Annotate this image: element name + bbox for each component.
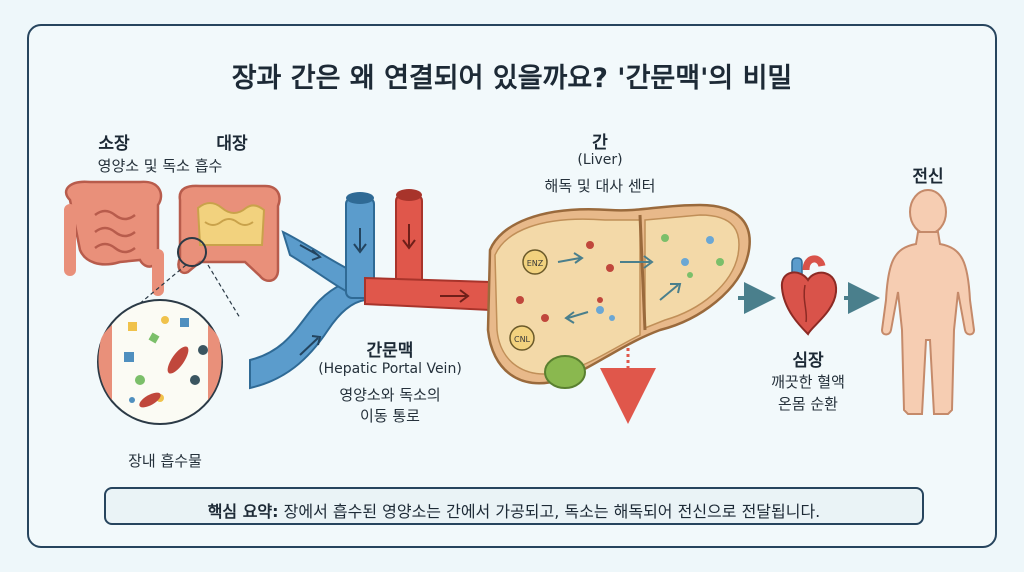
liver-label: 간 xyxy=(592,133,608,153)
small-intestine-desc: 영양소 및 독소 흡수 xyxy=(97,157,223,175)
absorbate-zoom-circle xyxy=(97,299,223,425)
portal-vein-desc-1: 영양소와 독소의 xyxy=(339,386,441,404)
portal-vein-desc-2: 이동 통로 xyxy=(360,407,420,425)
portal-vein-english: (Hepatic Portal Vein) xyxy=(318,361,462,377)
summary-box: 핵심 요약: 장에서 흡수된 영양소는 간에서 가공되고, 독소는 해독되어 전… xyxy=(104,487,924,525)
large-intestine-label: 대장 xyxy=(216,134,248,154)
liver-illustration: ENZ CNL xyxy=(486,203,751,424)
enzyme-label-cnl: CNL xyxy=(514,335,531,344)
hepatic-artery-illustration xyxy=(364,189,491,312)
liver-desc: 해독 및 대사 센터 xyxy=(544,177,656,195)
heart-desc-2: 온몸 순환 xyxy=(778,395,838,413)
heart-illustration xyxy=(780,255,838,336)
heart-desc-1: 깨끗한 혈액 xyxy=(771,373,845,391)
human-body-illustration xyxy=(880,189,976,415)
summary-body: 장에서 흡수된 영양소는 간에서 가공되고, 독소는 해독되어 전신으로 전달됩… xyxy=(278,502,821,521)
heart-label: 심장 xyxy=(792,351,824,371)
absorbate-label: 장내 흡수물 xyxy=(128,452,202,470)
page-title: 장과 간은 왜 연결되어 있을까요? '간문맥'의 비밀 xyxy=(231,63,793,94)
summary-text: 핵심 요약: 장에서 흡수된 영양소는 간에서 가공되고, 독소는 해독되어 전… xyxy=(106,498,922,522)
enzyme-label-enz: ENZ xyxy=(527,259,544,268)
whole-body-label: 전신 xyxy=(912,167,944,187)
portal-vein-label: 간문맥 xyxy=(366,341,414,361)
liver-english: (Liver) xyxy=(577,152,623,168)
summary-prefix: 핵심 요약: xyxy=(207,502,279,521)
large-intestine-illustration xyxy=(177,184,281,283)
portal-vein-illustration xyxy=(249,192,375,390)
small-intestine-illustration xyxy=(64,180,164,296)
small-intestine-label: 소장 xyxy=(98,134,130,154)
